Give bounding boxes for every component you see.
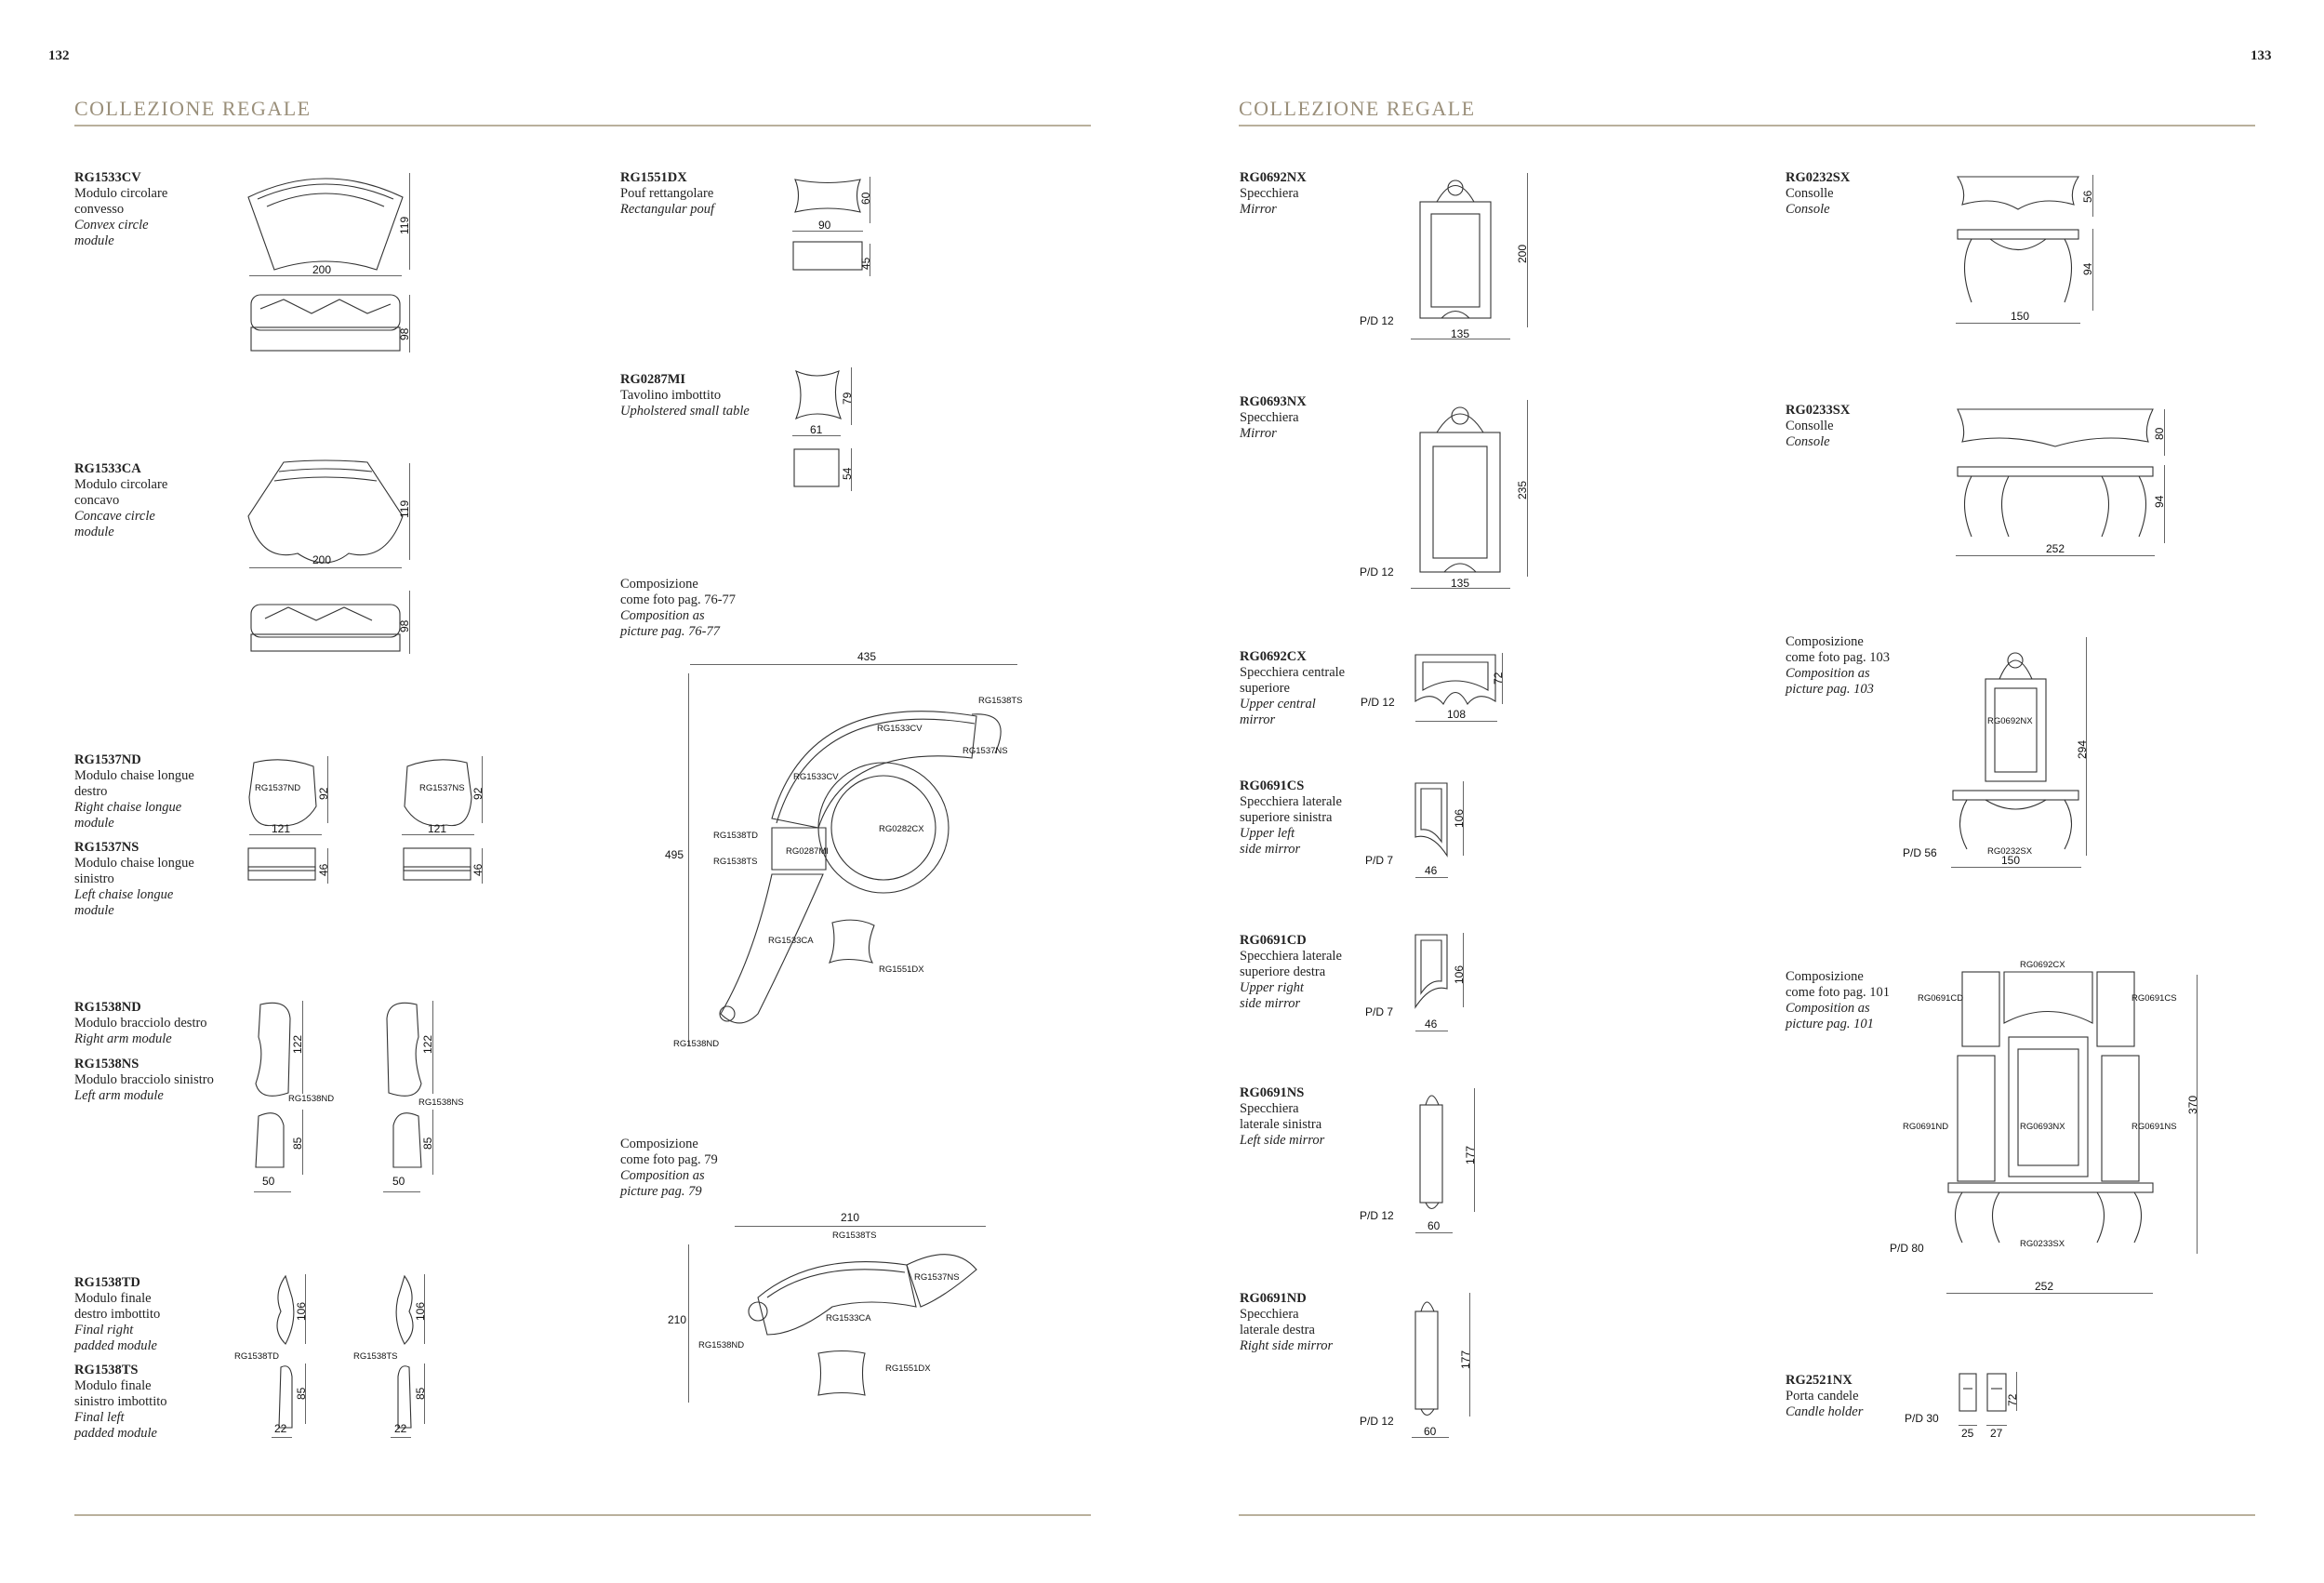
rg1537ns-drawing	[403, 759, 472, 881]
item-rg0233sx: RG0233SX Consolle Console	[1786, 403, 1851, 449]
item-rg0232sx: RG0232SX Consolle Console	[1786, 170, 1851, 217]
item-rg0692nx: RG0692NX Specchiera Mirror	[1240, 170, 1307, 217]
rg0287mi-drawing	[793, 369, 842, 487]
item-rg1538ns: RG1538NS Modulo bracciolo sinistro Left …	[74, 1057, 214, 1103]
rg0232sx-drawing	[1956, 176, 2080, 303]
item-rg0693nx: RG0693NX Specchiera Mirror	[1240, 394, 1307, 441]
page-number-left: 132	[48, 48, 70, 63]
item-rg1551dx: RG1551DX Pouf rettangolare Rectangular p…	[620, 170, 715, 217]
item-rg2521nx: RG2521NX Porta candele Candle holder	[1786, 1373, 1864, 1419]
rg1551dx-drawing	[792, 179, 863, 271]
rg1533cv-drawing	[247, 178, 404, 352]
rg0691nd-drawing	[1414, 1301, 1439, 1417]
dim-depth: 119	[398, 216, 411, 234]
comp1-height: 495	[665, 848, 684, 861]
collection-title-right: COLLEZIONE REGALE	[1239, 97, 1476, 120]
rg0691cs-drawing	[1414, 782, 1448, 858]
page-number-right: 133	[2251, 48, 2272, 63]
header-rule-left	[74, 125, 1091, 126]
rg0692nx-drawing	[1419, 180, 1492, 319]
rg1538td-drawing	[276, 1274, 295, 1429]
rg0691ns-drawing	[1419, 1095, 1443, 1210]
comp2-width: 210	[841, 1211, 860, 1224]
footer-rule-right	[1239, 1514, 2255, 1516]
collection-title-left: COLLEZIONE REGALE	[74, 97, 312, 120]
rg0693nx-drawing	[1419, 406, 1501, 573]
dim-height: 98	[398, 327, 411, 340]
composition-79-drawing	[748, 1254, 977, 1396]
rg0233sx-drawing	[1957, 408, 2154, 538]
rg1538ns-drawing	[386, 1002, 422, 1168]
rg1538nd-drawing	[255, 1002, 291, 1168]
footer-rule-left	[74, 1514, 1091, 1516]
comp1-width: 435	[857, 650, 877, 663]
rg0692cx-drawing	[1414, 654, 1496, 706]
composition-101-drawing	[1947, 971, 2154, 1244]
rg1537nd-drawing	[247, 759, 317, 881]
header-rule-right	[1239, 125, 2255, 126]
dim-width: 200	[312, 263, 332, 276]
rg1538ts-drawing	[395, 1274, 414, 1429]
composition-76-77-drawing	[719, 711, 1002, 1024]
item-rg1538nd: RG1538ND Modulo bracciolo destro Right a…	[74, 1000, 207, 1046]
rg2521nx-drawing	[1959, 1373, 2007, 1412]
composition-103-drawing	[1952, 652, 2079, 850]
rg1533ca-drawing	[247, 459, 404, 652]
item-rg0287mi: RG0287MI Tavolino imbottito Upholstered …	[620, 372, 750, 419]
product-code: RG1533CV	[74, 170, 141, 185]
product-code: RG1533CA	[74, 461, 141, 476]
rg0691cd-drawing	[1414, 934, 1448, 1009]
comp2-height: 210	[668, 1313, 687, 1326]
